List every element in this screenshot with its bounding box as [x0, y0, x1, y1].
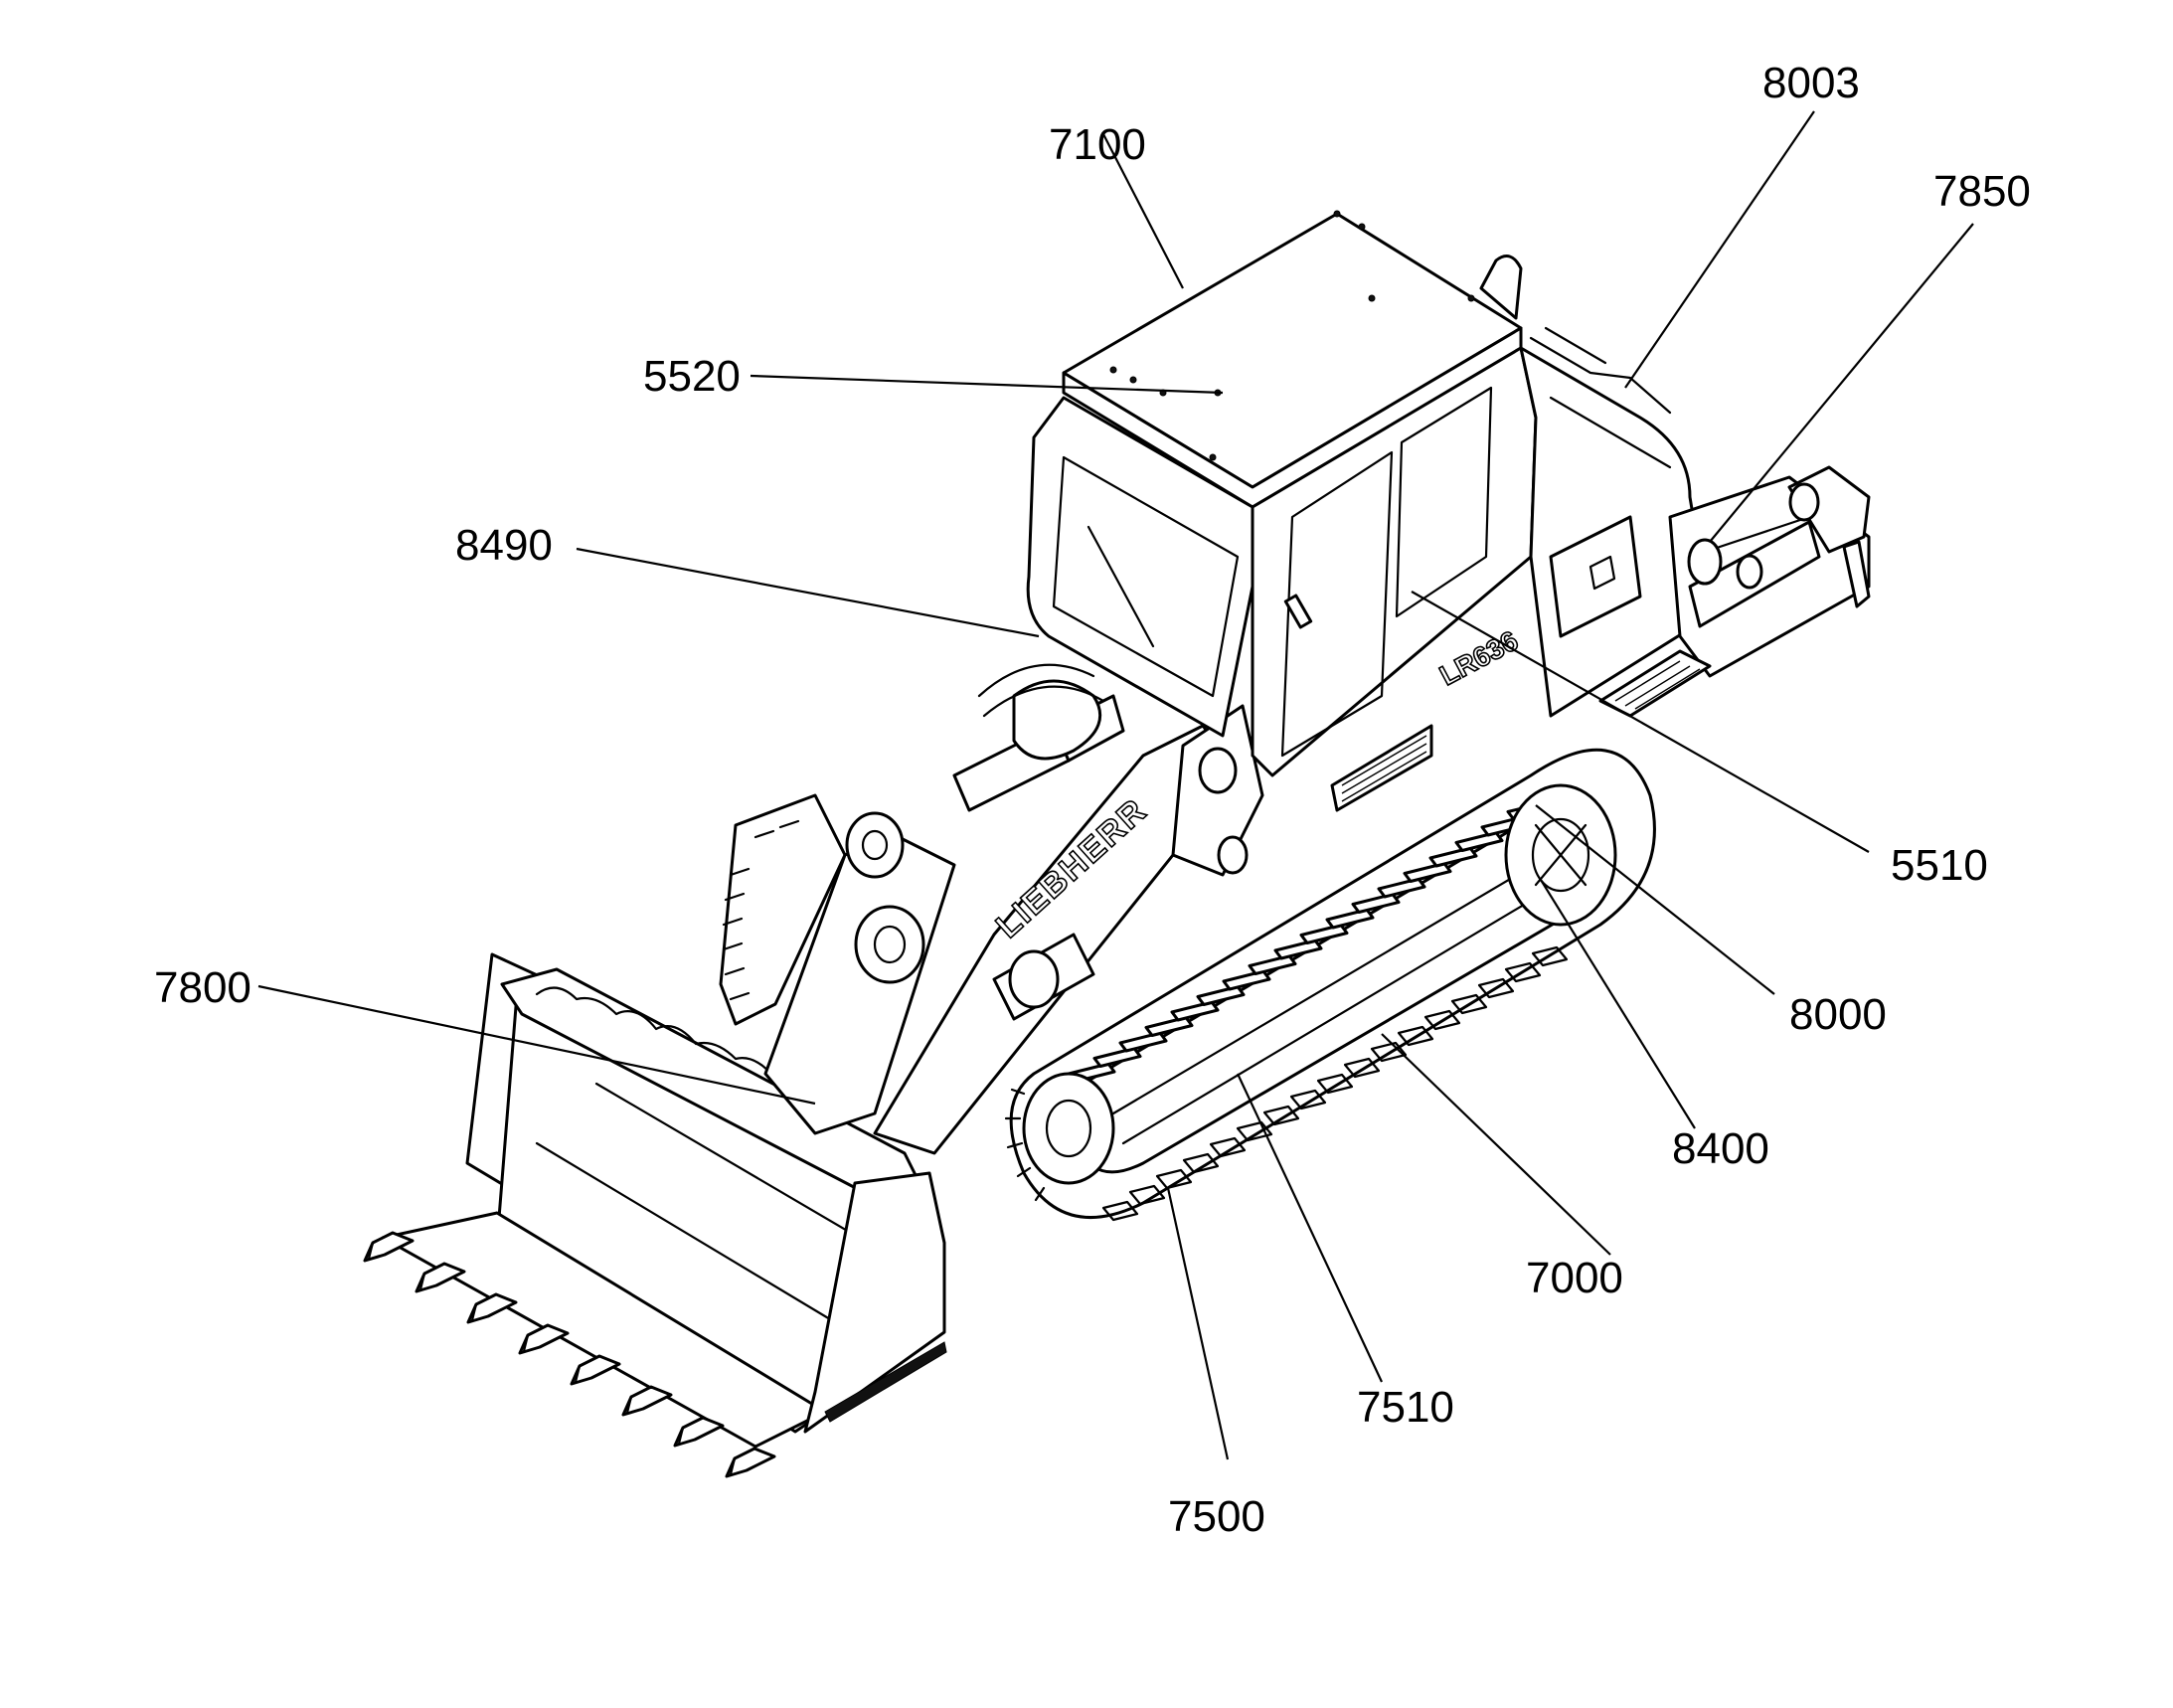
- track-grouser: [1170, 1000, 1220, 1022]
- bucket-tooth: [415, 1262, 466, 1293]
- callout-7800: 7800: [154, 963, 251, 1012]
- track-shoe: [1370, 1041, 1408, 1063]
- track-shoe: [1316, 1073, 1354, 1095]
- track-shoe: [1128, 1184, 1166, 1206]
- track-grouser: [1377, 877, 1426, 899]
- track-grouser: [1351, 893, 1401, 914]
- track-grouser: [1299, 924, 1349, 944]
- leader-7800: [257, 984, 816, 1106]
- operator-cab: LR636: [1026, 210, 1641, 812]
- track-shoe: [1531, 945, 1569, 967]
- track-shoe: [1343, 1057, 1381, 1079]
- track-grouser: [1092, 1047, 1142, 1068]
- callout-7100: 7100: [1049, 120, 1146, 169]
- callout-5510: 5510: [1891, 841, 1988, 890]
- bucket-tooth-edge: [470, 1302, 478, 1322]
- engine-hood: [1519, 326, 1871, 718]
- callout-8400: 8400: [1672, 1124, 1769, 1173]
- bucket-tooth: [466, 1292, 518, 1324]
- leader-lines: [257, 110, 1974, 1460]
- track-shoe: [1423, 1009, 1461, 1031]
- callout-8490: 8490: [455, 521, 553, 570]
- track-grouser: [1118, 1031, 1168, 1053]
- track-shoe: [1289, 1089, 1327, 1110]
- bucket-tooth-edge: [729, 1456, 737, 1476]
- leader-5520: [750, 374, 1224, 395]
- callout-7000: 7000: [1526, 1254, 1623, 1302]
- track-grouser: [1222, 969, 1271, 991]
- track-shoe: [1262, 1105, 1300, 1126]
- track-grouser: [1273, 939, 1323, 960]
- track-shoe: [1397, 1025, 1434, 1047]
- callout-7850: 7850: [1933, 167, 2031, 216]
- track-shoe: [1182, 1152, 1220, 1174]
- track-grouser: [1454, 831, 1504, 852]
- leader-7850: [1709, 223, 1974, 543]
- track-grouser: [1248, 954, 1297, 975]
- bucket-tooth-edge: [418, 1272, 426, 1291]
- bucket-tooth-edge: [574, 1364, 582, 1384]
- track-shoe: [1504, 961, 1542, 983]
- track-grouser: [1196, 985, 1246, 1006]
- bucket-tooth: [570, 1354, 621, 1386]
- callout-8003: 8003: [1762, 59, 1860, 107]
- leader-8490: [576, 547, 1040, 638]
- track-shoe: [1101, 1200, 1139, 1222]
- bucket-tooth-edge: [367, 1241, 375, 1261]
- loader-bucket: [363, 952, 947, 1478]
- track-shoe: [1155, 1168, 1193, 1190]
- track-shoe: [1450, 993, 1488, 1015]
- track-grouser: [1403, 862, 1452, 883]
- callout-7500: 7500: [1168, 1492, 1265, 1541]
- roof-fasteners: [1109, 210, 1475, 461]
- leader-8400: [1540, 879, 1696, 1129]
- front-track: [1004, 748, 1656, 1222]
- model-badge: LR636: [1434, 624, 1523, 691]
- rear-track: [719, 793, 847, 1026]
- callout-7510: 7510: [1357, 1383, 1454, 1432]
- bucket-tooth: [621, 1385, 673, 1417]
- bucket-tooth: [363, 1231, 415, 1263]
- track-grouser: [1144, 1016, 1194, 1037]
- bucket-tooth-edge: [677, 1426, 685, 1446]
- leader-8003: [1624, 110, 1815, 389]
- leader-8000: [1535, 804, 1775, 995]
- track-shoe: [1209, 1136, 1247, 1158]
- track-shoe: [1236, 1120, 1273, 1142]
- leader-7500: [1166, 1187, 1230, 1460]
- track-grouser: [1325, 908, 1375, 930]
- leader-5510: [1411, 591, 1870, 853]
- bucket-tooth: [673, 1416, 725, 1448]
- bucket-tooth: [518, 1323, 570, 1355]
- leader-7000: [1381, 1033, 1611, 1256]
- bucket-tooth-edge: [625, 1395, 633, 1415]
- track-grouser: [1428, 846, 1478, 868]
- bucket-tooth-edge: [522, 1333, 530, 1353]
- callout-labels: 7100 8003 7850 5520 8490 5510 8000 7800 …: [154, 59, 2031, 1541]
- callout-5520: 5520: [643, 352, 741, 401]
- leader-7510: [1237, 1073, 1383, 1383]
- bucket-tooth: [725, 1447, 776, 1478]
- lift-arms: LIEBHERR: [763, 663, 1264, 1155]
- leader-7100: [1102, 133, 1184, 289]
- callout-8000: 8000: [1789, 990, 1887, 1039]
- track-shoe: [1477, 977, 1515, 999]
